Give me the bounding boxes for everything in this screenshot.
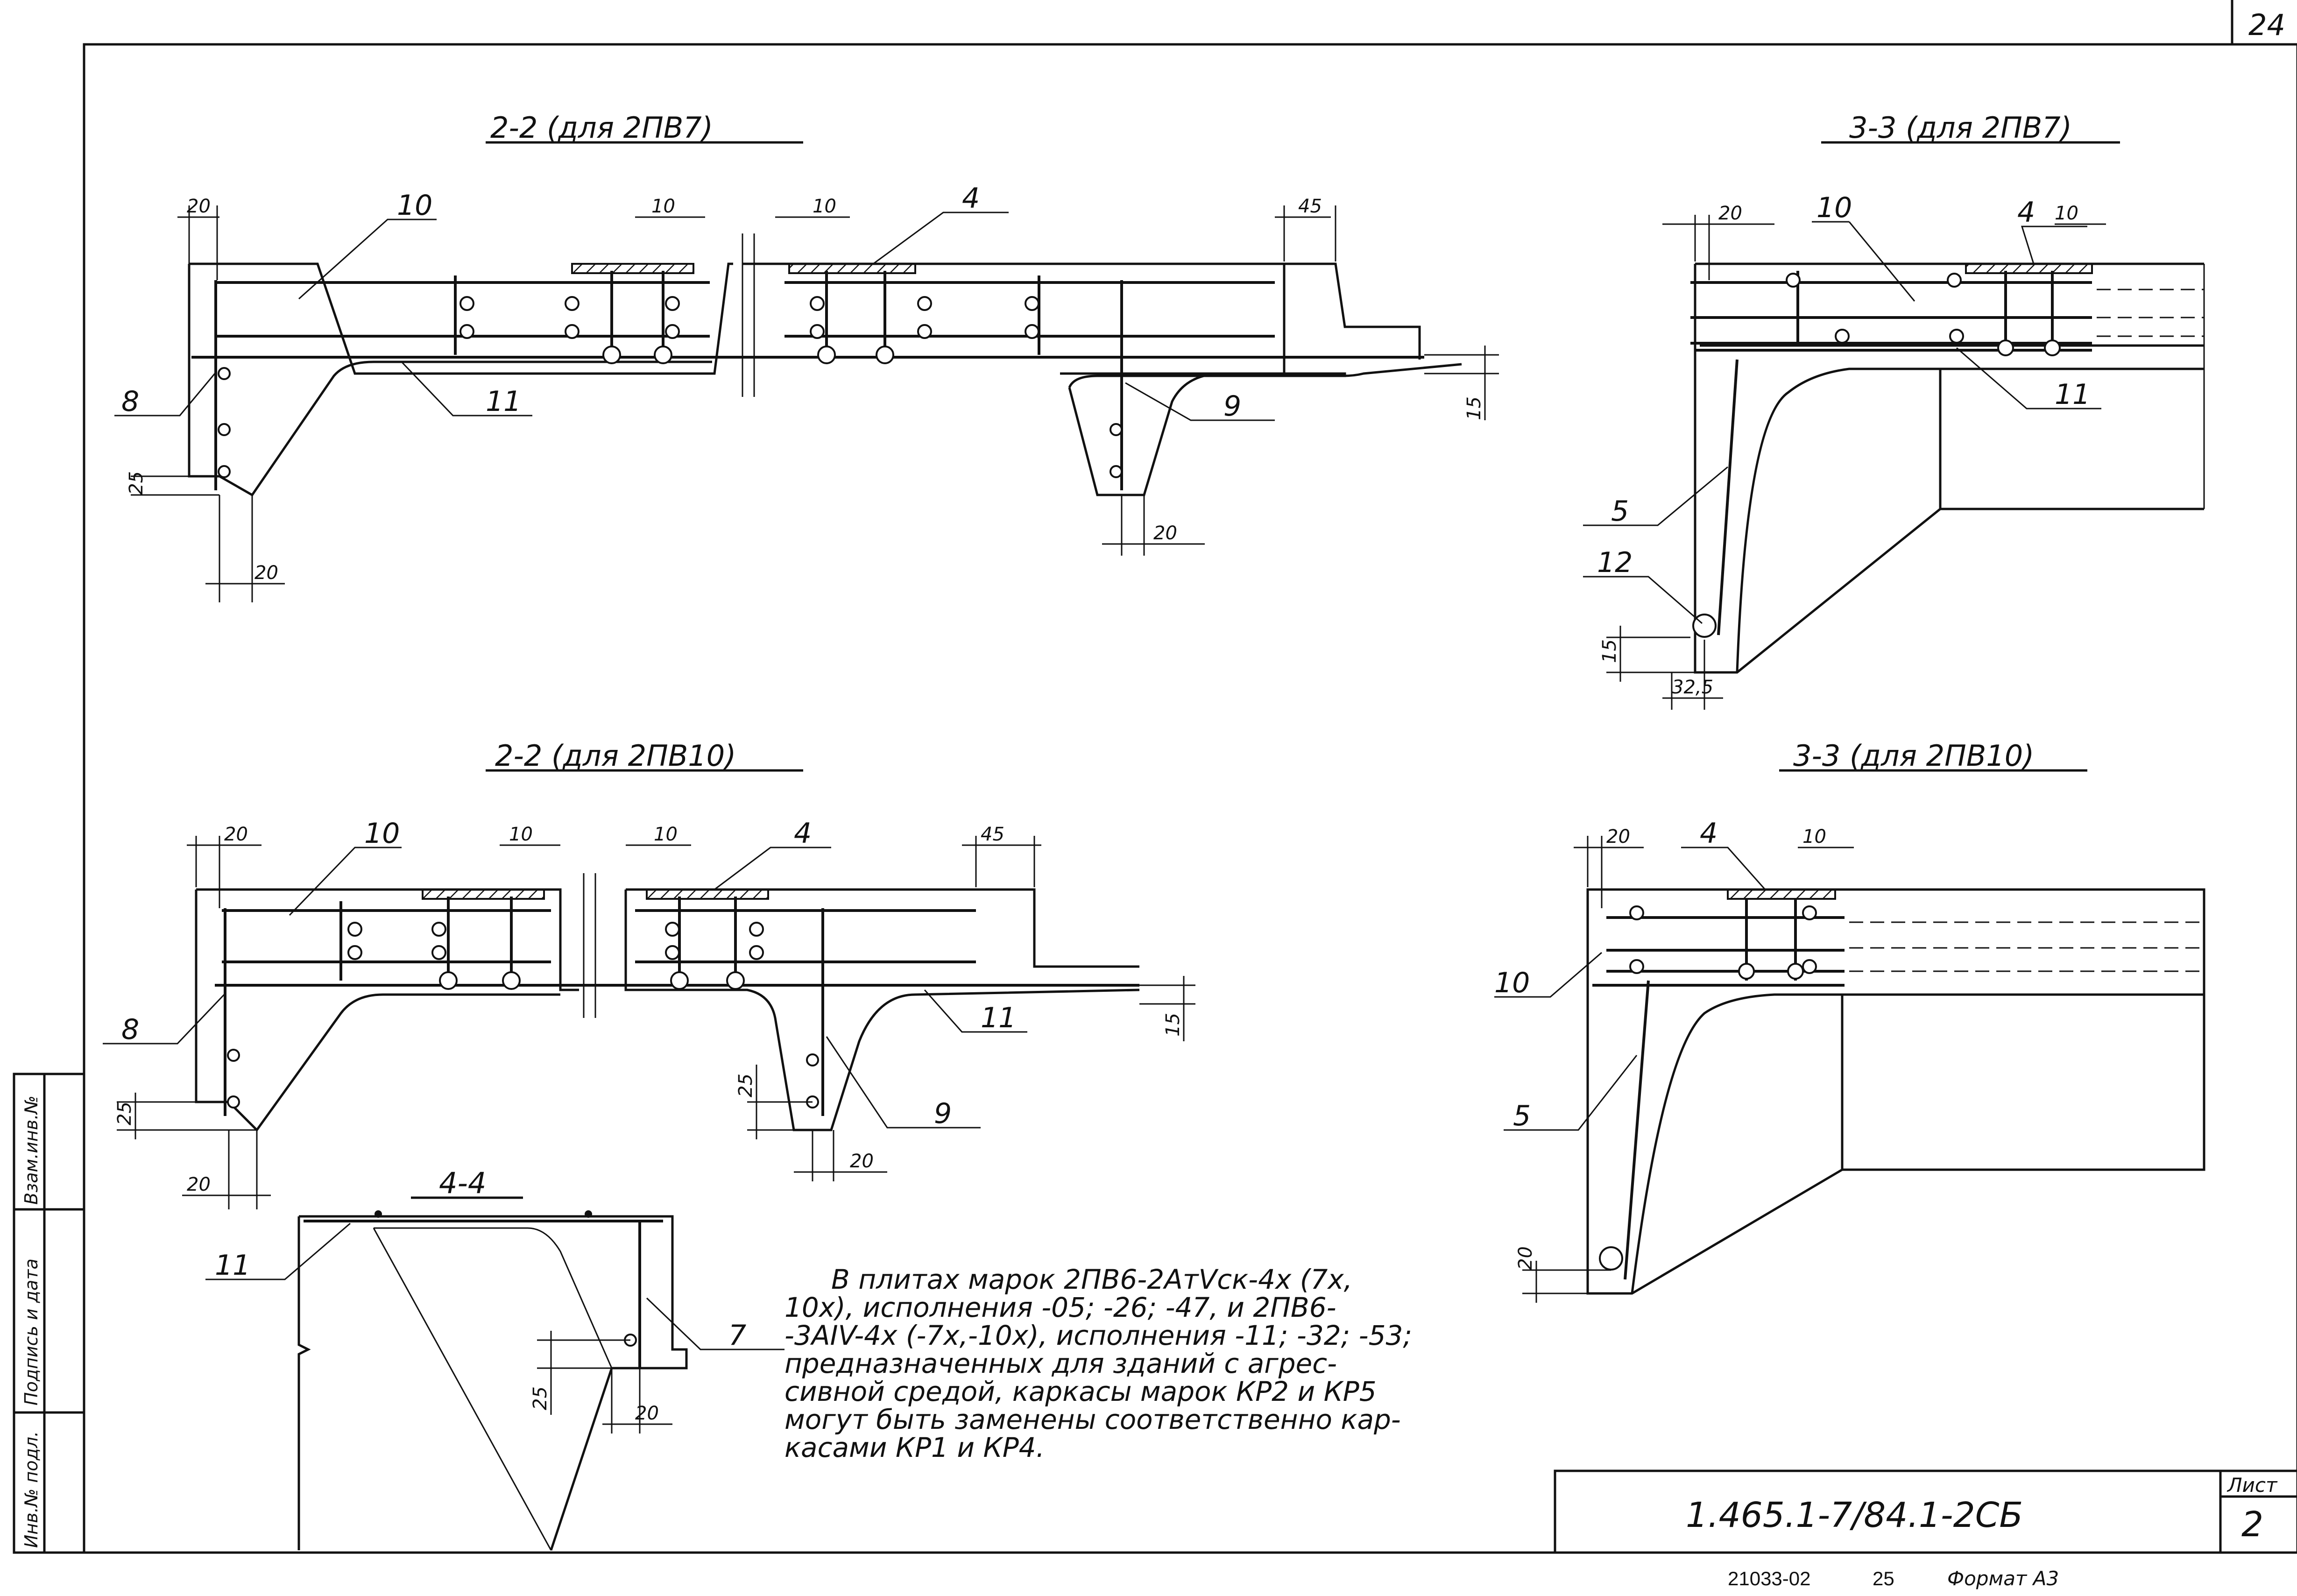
general-note: В плитах марок 2ПВ6-2АтVск-4х (7х, 10х),… [785,1264,1412,1463]
svg-text:20: 20 [187,196,211,217]
stamp-replacing-inv: Взам.инв.№ [21,1095,42,1205]
svg-text:11: 11 [981,1002,1016,1034]
svg-text:9: 9 [934,1097,952,1130]
note-line: могут быть заменены соответственно кар- [785,1404,1401,1435]
svg-text:45: 45 [1298,196,1322,217]
svg-text:10: 10 [1802,826,1826,847]
drawing-frame [83,43,2297,1554]
note-line: касами КР1 и КР4. [785,1432,1045,1463]
svg-text:32,5: 32,5 [1672,677,1713,698]
section-view-2-2-2pv7: 2-2 (для 2ПВ7) [114,111,1499,602]
stamp-inv-original: Инв.№ подл. [21,1431,42,1548]
svg-text:25: 25 [735,1073,756,1097]
svg-text:15: 15 [1463,396,1485,420]
svg-text:20: 20 [254,562,278,584]
svg-text:4: 4 [1700,817,1717,850]
page-corner-number: 24 [2248,8,2285,42]
svg-text:20: 20 [1515,1246,1536,1270]
svg-text:20: 20 [850,1151,874,1172]
svg-text:10: 10 [509,824,533,845]
section-view-2-2-2pv10: 2-2 (для 2ПВ10) 10 4 8 [103,739,1195,1209]
view-title: 4-4 [439,1166,486,1200]
sheet-label: Лист [2226,1474,2278,1497]
svg-text:20: 20 [635,1403,659,1424]
section-view-3-3-2pv7: 3-3 (для 2ПВ7) 10 4 11 5 [1583,111,2205,710]
svg-text:11: 11 [215,1249,250,1282]
svg-text:20: 20 [1606,826,1630,847]
svg-text:11: 11 [2055,378,2090,411]
svg-text:20: 20 [224,824,248,845]
svg-text:15: 15 [1162,1013,1184,1037]
svg-text:12: 12 [1597,546,1633,579]
svg-text:9: 9 [1223,390,1241,423]
svg-text:5: 5 [1611,495,1629,528]
note-line: В плитах марок 2ПВ6-2АтVск-4х (7х, [831,1264,1352,1295]
svg-text:15: 15 [1599,639,1620,663]
note-line: сивной средой, каркасы марок КР2 и КР5 [785,1376,1377,1407]
view-title: 2-2 (для 2ПВ10) [495,739,736,773]
note-line: 10х), исполнения -05; -26; -47, и 2ПВ6- [785,1292,1336,1323]
svg-text:25: 25 [126,471,147,495]
view-title: 3-3 (для 2ПВ7) [1849,111,2072,145]
sheet-number: 2 [2241,1504,2263,1545]
svg-text:11: 11 [486,385,521,418]
svg-text:20: 20 [187,1174,211,1195]
svg-text:10: 10 [2055,203,2078,224]
footer-format: Формат А3 [1947,1567,2059,1590]
svg-text:8: 8 [121,385,139,418]
svg-text:10: 10 [813,196,836,217]
svg-text:4: 4 [2017,196,2035,229]
view-title: 3-3 (для 2ПВ10) [1793,739,2034,773]
section-view-3-3-2pv10: 3-3 (для 2ПВ10) 4 10 5 20 10 20 [1494,739,2205,1303]
svg-text:8: 8 [121,1013,139,1046]
svg-text:10: 10 [1494,967,1530,999]
svg-text:10: 10 [1816,191,1852,224]
footer-order-number: 21033-02 [1728,1568,1811,1589]
svg-text:4: 4 [794,817,812,850]
svg-text:10: 10 [364,817,400,850]
svg-text:4: 4 [962,182,980,215]
svg-text:20: 20 [1153,523,1177,544]
svg-text:20: 20 [1718,203,1742,224]
title-block: 1.465.1-7/84.1-2СБ Лист 2 [1554,1469,2297,1554]
svg-text:5: 5 [1513,1100,1531,1132]
svg-text:10: 10 [654,824,678,845]
side-stamp: Взам.инв.№ Подпись и дата Инв.№ подл. [13,1073,85,1554]
svg-text:25: 25 [114,1102,135,1125]
svg-text:10: 10 [397,189,432,222]
section-view-4-4: 4-4 11 7 25 20 [205,1166,785,1551]
note-line: -3АIV-4х (-7х,-10х), исполнения -11; -32… [785,1320,1412,1351]
view-title: 2-2 (для 2ПВ7) [490,111,713,145]
document-code: 1.465.1-7/84.1-2СБ [1686,1495,2023,1535]
footer-copy-number: 25 [1873,1568,1894,1589]
stamp-signature-date: Подпись и дата [21,1258,42,1405]
svg-text:10: 10 [651,196,675,217]
svg-text:7: 7 [728,1319,746,1352]
note-line: предназначенных для зданий с агрес- [785,1348,1337,1379]
svg-text:25: 25 [530,1386,551,1410]
svg-text:45: 45 [981,824,1004,845]
